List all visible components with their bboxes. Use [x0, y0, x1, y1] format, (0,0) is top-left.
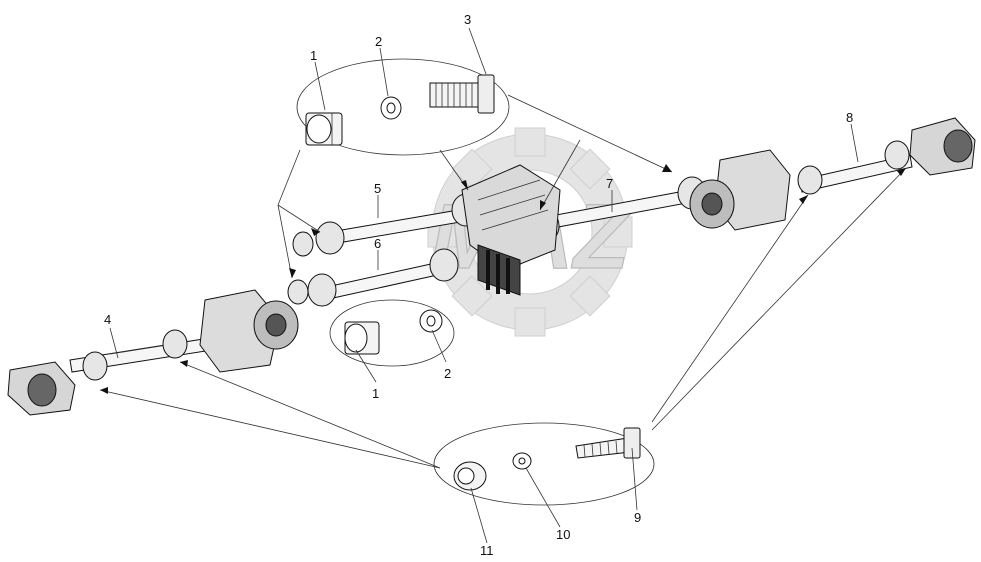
bolt-icon — [429, 74, 495, 114]
callout-5: 5 — [374, 181, 381, 196]
axle-front-left — [7, 361, 76, 416]
callout-6: 6 — [374, 236, 381, 251]
transfer-case — [461, 164, 561, 296]
washer-icon — [380, 96, 402, 120]
arrowheads — [100, 164, 906, 394]
bolt-icon — [575, 427, 641, 459]
callout-9: 9 — [634, 510, 641, 525]
nut-icon — [453, 461, 487, 491]
callout-1-upper: 1 — [310, 48, 317, 63]
hardware-group-lower — [433, 422, 655, 506]
nut-icon — [305, 112, 343, 146]
hardware-group-middle — [329, 299, 455, 367]
callout-2-lower: 2 — [444, 366, 451, 381]
callout-4: 4 — [104, 312, 111, 327]
axle-front-right — [909, 117, 976, 176]
callout-7: 7 — [606, 176, 613, 191]
washer-icon — [512, 452, 532, 470]
leader-lines — [99, 27, 907, 544]
washer-icon — [419, 309, 443, 333]
callout-11: 11 — [480, 543, 494, 558]
axle-rear-upper — [689, 149, 791, 231]
nut-icon — [344, 321, 380, 355]
axle-rear-lower — [199, 289, 299, 373]
callout-10: 10 — [556, 527, 570, 542]
callout-8: 8 — [846, 110, 853, 125]
callout-1-lower: 1 — [372, 386, 379, 401]
callout-3: 3 — [464, 12, 471, 27]
callout-2-upper: 2 — [375, 34, 382, 49]
shaft-6 — [321, 261, 443, 301]
hardware-group-upper — [296, 58, 510, 156]
callout-labels: 1 2 3 4 5 6 7 8 1 2 9 10 11 — [104, 12, 853, 558]
